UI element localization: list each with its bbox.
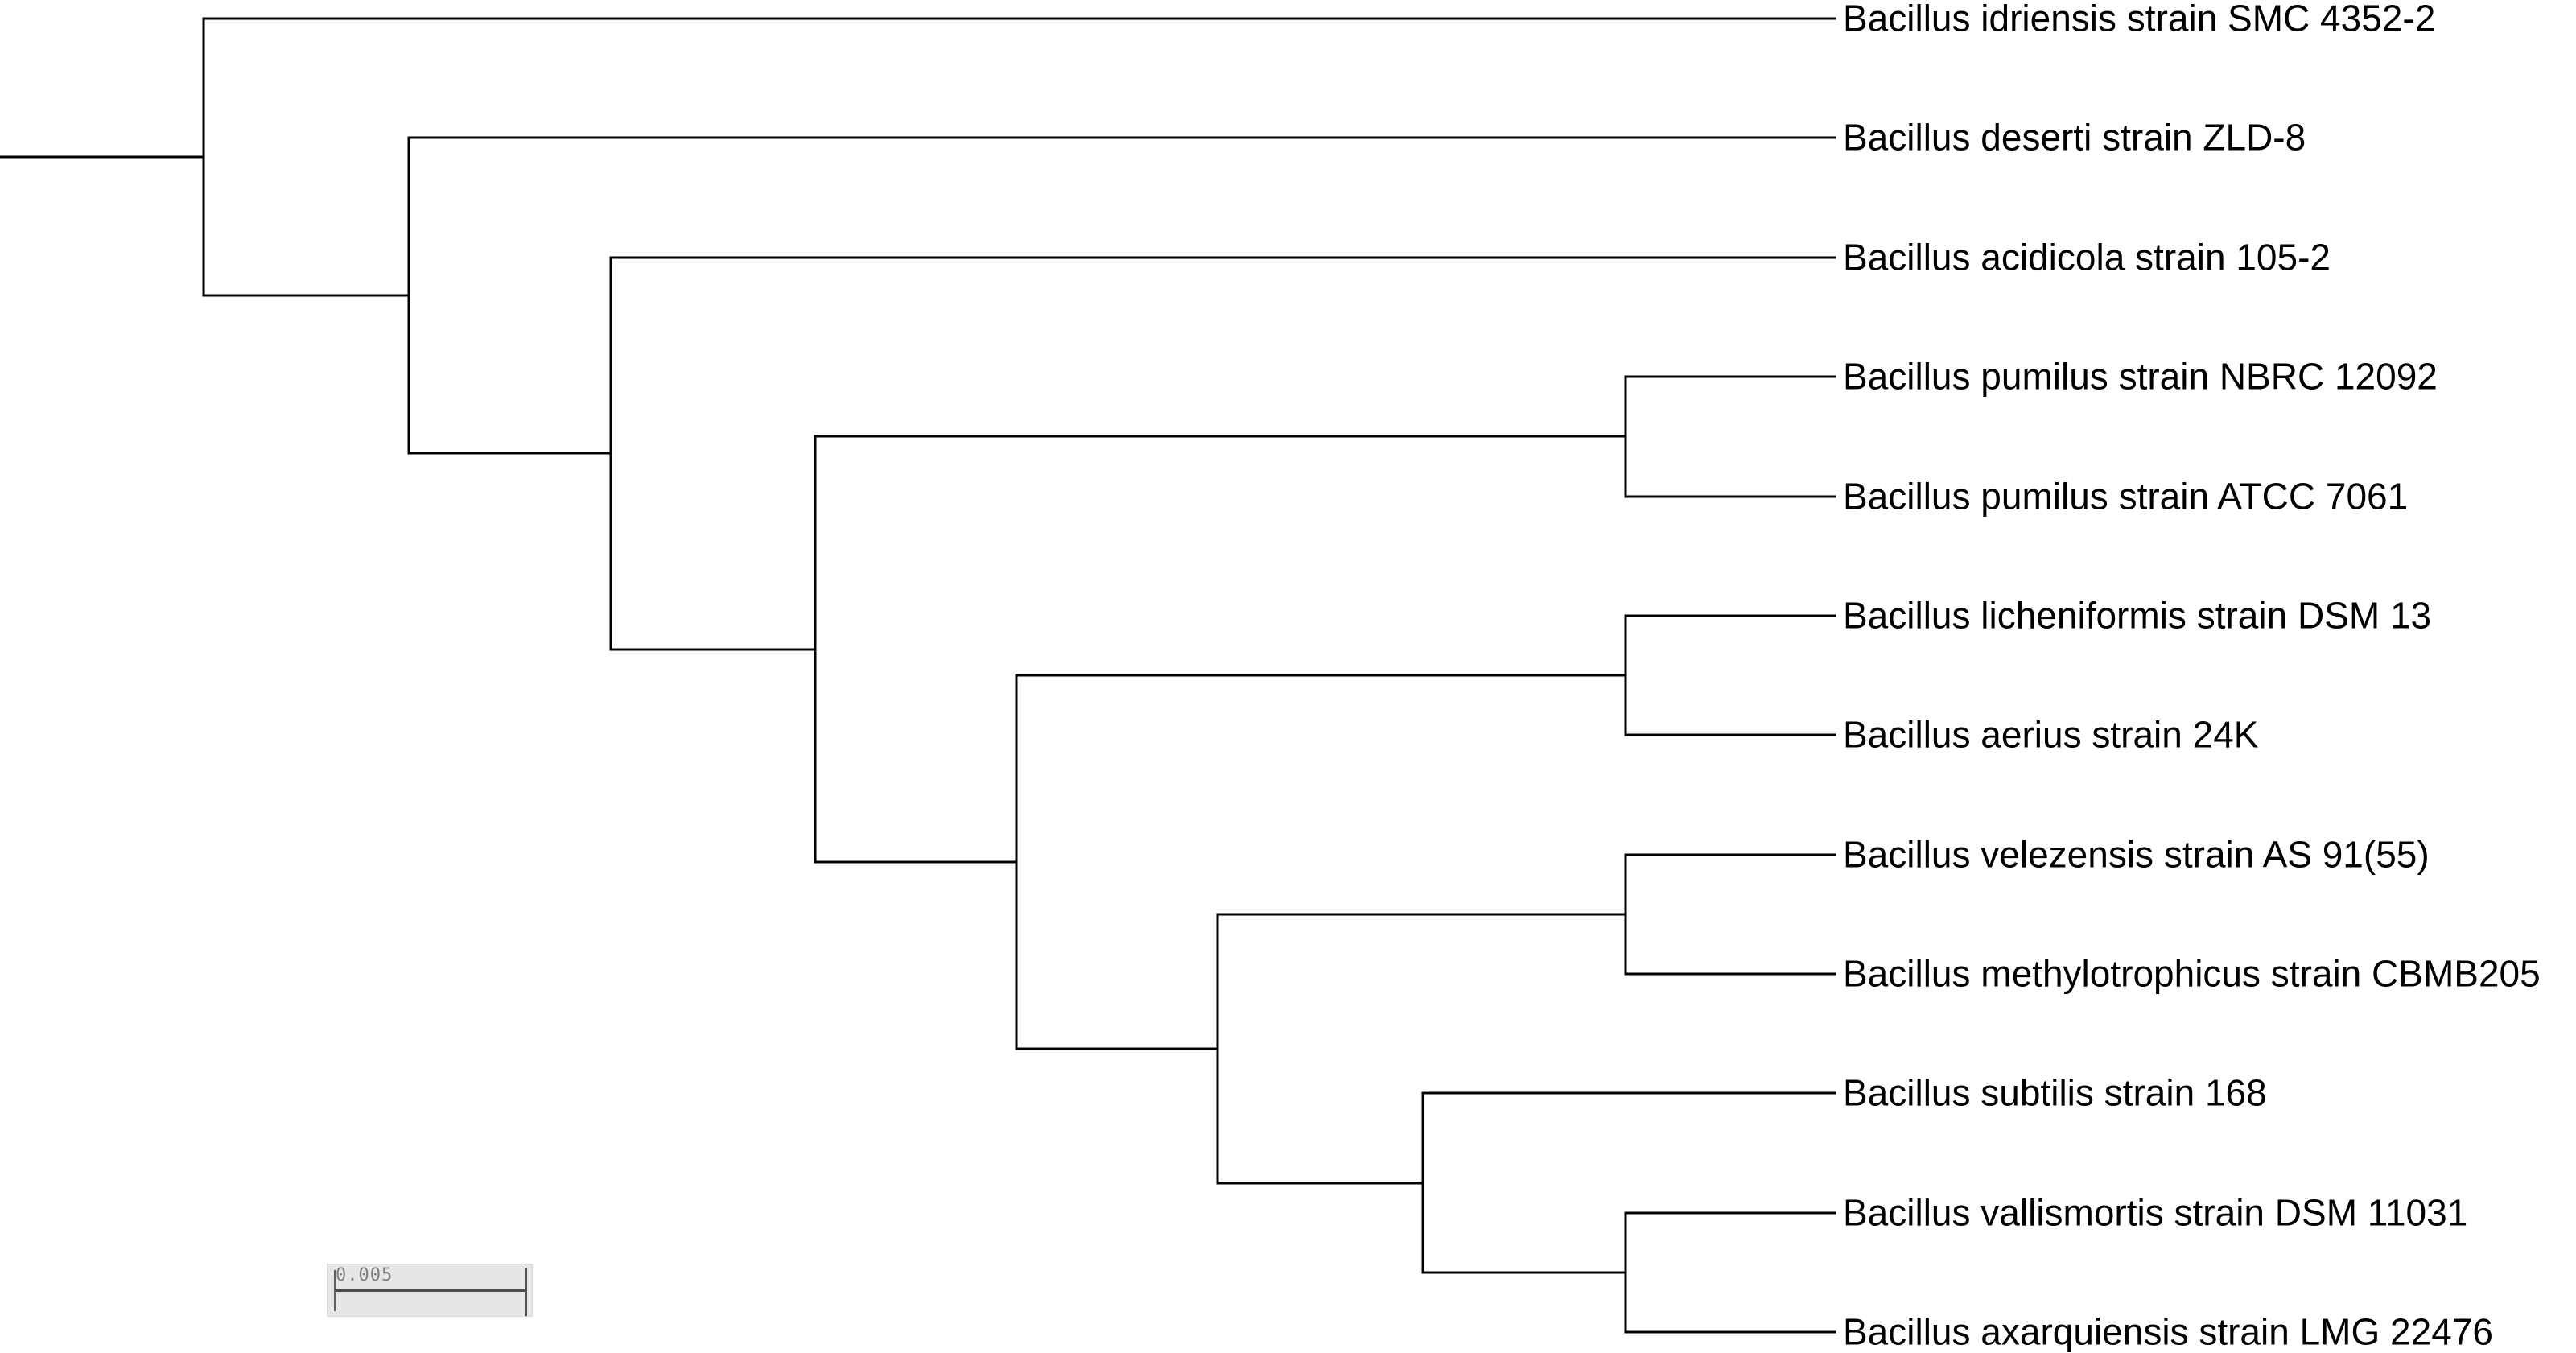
scale-bar-value: 0.005 bbox=[336, 1265, 394, 1285]
taxon-label: Bacillus deserti strain ZLD-8 bbox=[1843, 116, 2306, 159]
taxon-label: Bacillus pumilus strain NBRC 12092 bbox=[1843, 355, 2438, 398]
scale-bar-line bbox=[336, 1289, 527, 1292]
scale-bar: 0.005 bbox=[327, 1264, 533, 1317]
taxon-label: Bacillus acidicola strain 105-2 bbox=[1843, 236, 2331, 278]
taxon-label: Bacillus axarquiensis strain LMG 22476 bbox=[1843, 1310, 2493, 1353]
scale-bar-right-tick bbox=[525, 1268, 527, 1316]
taxon-label: Bacillus licheniformis strain DSM 13 bbox=[1843, 594, 2432, 637]
taxon-label: Bacillus pumilus strain ATCC 7061 bbox=[1843, 475, 2409, 518]
taxon-label: Bacillus vallismortis strain DSM 11031 bbox=[1843, 1191, 2468, 1234]
taxon-label: Bacillus subtilis strain 168 bbox=[1843, 1071, 2267, 1114]
taxon-label: Bacillus methylotrophicus strain CBMB205 bbox=[1843, 952, 2541, 995]
taxon-label: Bacillus velezensis strain AS 91(55) bbox=[1843, 833, 2430, 876]
taxon-label: Bacillus aerius strain 24K bbox=[1843, 713, 2259, 756]
taxon-label: Bacillus idriensis strain SMC 4352-2 bbox=[1843, 0, 2436, 39]
scale-bar-left-tick bbox=[334, 1270, 336, 1311]
